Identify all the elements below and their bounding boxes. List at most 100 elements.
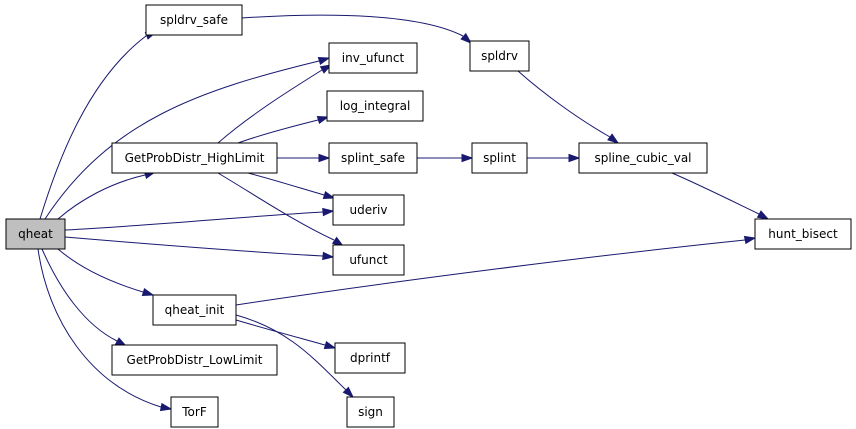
node-splint[interactable]: splint — [471, 142, 528, 174]
arrowhead — [318, 153, 331, 163]
edge-line — [235, 314, 347, 391]
node-box — [332, 244, 405, 276]
edge-qheat-to-getprobdistr-highlimit — [57, 170, 157, 220]
edge-line — [671, 172, 760, 215]
arrowhead — [342, 386, 355, 399]
node-box — [328, 42, 418, 74]
arrowhead — [317, 56, 331, 66]
node-label: sign — [358, 405, 383, 419]
node-box — [471, 142, 528, 174]
node-log-integral[interactable]: log_integral — [326, 90, 424, 122]
arrowhead — [322, 190, 336, 200]
arrowhead — [159, 402, 173, 412]
edge-qheat-init-to-dprintf — [235, 319, 337, 350]
edge-line — [57, 174, 146, 220]
edge-getprobdistr-highlimit-to-log-integral — [237, 115, 330, 144]
call-graph-nodes: qheat spldrv_safeGetProbDistr_HighLimitqh… — [5, 4, 852, 428]
node-qheat-init[interactable]: qheat_init — [152, 294, 237, 326]
arrowhead — [461, 153, 474, 163]
node-sign[interactable]: sign — [346, 396, 395, 428]
edge-line — [217, 69, 323, 144]
edge-qheat-to-inv-ufunct — [44, 56, 331, 220]
edge-qheat-init-to-hunt-bisect — [235, 235, 757, 306]
arrowhead — [743, 235, 757, 245]
node-label: hunt_bisect — [768, 227, 838, 241]
edge-line — [237, 119, 319, 144]
node-label: TorF — [181, 405, 207, 419]
node-label: splint_safe — [341, 151, 405, 165]
node-label: qheat_init — [165, 303, 225, 317]
edge-getprobdistr-highlimit-to-inv-ufunct — [217, 64, 333, 144]
edge-spldrv-safe-to-spldrv — [241, 14, 473, 44]
edge-line — [41, 248, 118, 342]
edge-getprobdistr-highlimit-to-splint-safe — [277, 153, 331, 163]
node-box — [152, 294, 237, 326]
edge-getprobdistr-highlimit-to-uderiv — [247, 172, 336, 200]
node-box — [334, 342, 406, 374]
node-spline-cubic-val[interactable]: spline_cubic_val — [578, 142, 708, 174]
arrowhead — [756, 210, 770, 220]
node-box — [578, 142, 708, 174]
node-uderiv[interactable]: uderiv — [332, 194, 405, 226]
node-label: GetProbDistr_HighLimit — [125, 151, 265, 165]
node-qheat[interactable]: qheat — [5, 218, 66, 250]
node-label: splint — [483, 151, 516, 165]
arrowhead — [607, 133, 620, 144]
node-box — [111, 142, 278, 174]
node-box — [326, 90, 424, 122]
node-label: spldrv_safe — [160, 13, 228, 27]
edge-line — [64, 236, 324, 257]
node-box — [111, 344, 278, 376]
edge-getprobdistr-highlimit-to-ufunct — [217, 172, 345, 247]
node-ufunct[interactable]: ufunct — [332, 244, 405, 276]
call-graph-edges — [37, 14, 770, 412]
edge-line — [57, 248, 144, 293]
edge-splint-to-spline-cubic-val — [527, 153, 581, 163]
node-label: log_integral — [340, 99, 411, 113]
node-label: spline_cubic_val — [594, 151, 691, 165]
node-box — [328, 142, 418, 174]
node-box — [170, 396, 219, 428]
node-spldrv-safe[interactable]: spldrv_safe — [145, 4, 243, 36]
arrowhead — [568, 153, 581, 163]
node-hunt-bisect[interactable]: hunt_bisect — [754, 218, 852, 250]
arrowhead — [141, 287, 155, 297]
node-label: uderiv — [350, 203, 388, 217]
arrowhead — [316, 115, 330, 125]
edge-spline-cubic-val-to-hunt-bisect — [671, 172, 770, 220]
node-box — [5, 218, 66, 250]
arrowhead — [319, 64, 333, 74]
node-box — [469, 40, 530, 72]
edge-qheat-to-getprobdistr-lowlimit — [41, 248, 128, 347]
edge-qheat-init-to-sign — [235, 314, 355, 399]
edge-spldrv-to-spline-cubic-val — [517, 70, 620, 144]
arrowhead — [460, 32, 473, 44]
node-box — [346, 396, 395, 428]
node-label: GetProbDistr_LowLimit — [127, 353, 263, 367]
node-box — [332, 194, 405, 226]
node-box — [754, 218, 852, 250]
edge-line — [37, 248, 162, 408]
node-spldrv[interactable]: spldrv — [469, 40, 530, 72]
node-getprobdistr-lowlimit[interactable]: GetProbDistr_LowLimit — [111, 344, 278, 376]
node-box — [145, 4, 243, 36]
node-inv-ufunct[interactable]: inv_ufunct — [328, 42, 418, 74]
arrowhead — [322, 207, 335, 217]
edge-line — [235, 239, 746, 306]
node-splint-safe[interactable]: splint_safe — [328, 142, 418, 174]
node-dprintf[interactable]: dprintf — [334, 342, 406, 374]
node-torf[interactable]: TorF — [170, 396, 219, 428]
node-label: inv_ufunct — [342, 51, 405, 65]
edge-splint-safe-to-splint — [417, 153, 474, 163]
edge-line — [39, 35, 147, 220]
node-getprobdistr-highlimit[interactable]: GetProbDistr_HighLimit — [111, 142, 278, 174]
edge-line — [44, 60, 320, 220]
edge-line — [64, 211, 324, 231]
edge-line — [517, 70, 611, 138]
arrowhead — [323, 340, 337, 350]
edge-qheat-to-ufunct — [64, 236, 335, 261]
edge-qheat-to-torf — [37, 248, 173, 412]
edge-qheat-to-uderiv — [64, 207, 335, 231]
node-label: ufunct — [349, 253, 388, 267]
